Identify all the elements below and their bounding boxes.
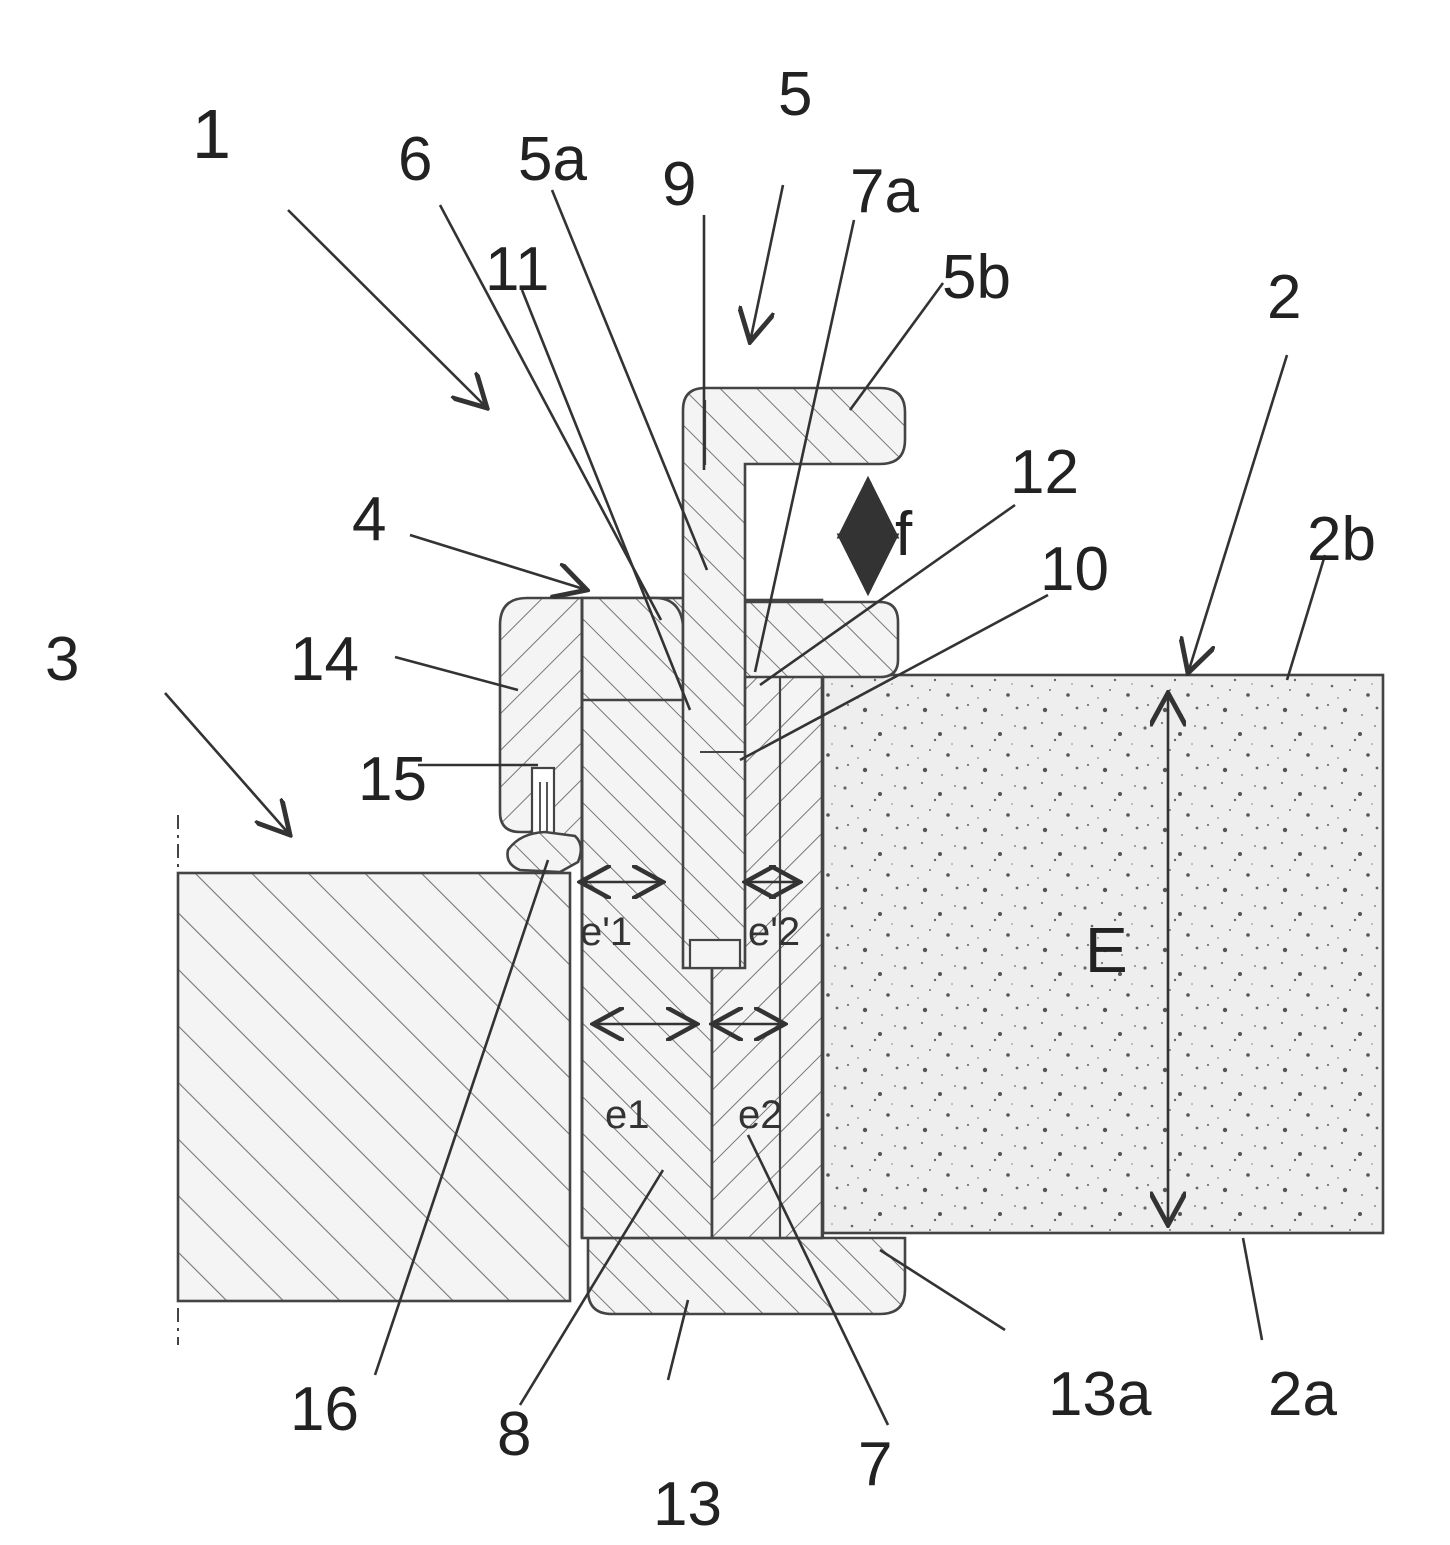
dim-e-prime-1: e'1 — [580, 910, 632, 954]
leader-2 — [1188, 355, 1287, 673]
label-5a: 5a — [518, 125, 587, 194]
dim-e2: e2 — [738, 1093, 783, 1137]
label-2a: 2a — [1268, 1360, 1337, 1429]
leader-5 — [750, 185, 783, 342]
label-7: 7 — [858, 1430, 892, 1499]
dim-e1: e1 — [605, 1093, 650, 1137]
label-4: 4 — [352, 485, 386, 554]
label-3: 3 — [45, 625, 79, 694]
label-9: 9 — [662, 150, 696, 219]
label-6: 6 — [398, 125, 432, 194]
leader-3 — [165, 693, 290, 835]
dim-e-prime-2: e'2 — [748, 910, 800, 954]
label-16: 16 — [290, 1375, 359, 1444]
label-14: 14 — [290, 625, 359, 694]
leader-2a — [1243, 1238, 1262, 1340]
label-5b: 5b — [942, 243, 1011, 312]
dim-f: f — [895, 500, 913, 569]
clip-part-15 — [532, 768, 554, 838]
label-5: 5 — [778, 60, 812, 129]
leader-4 — [410, 535, 587, 590]
pin-tip — [690, 940, 740, 968]
label-7a: 7a — [850, 157, 919, 226]
label-12: 12 — [1010, 438, 1079, 507]
label-1: 1 — [192, 95, 231, 173]
label-10: 10 — [1040, 535, 1109, 604]
label-15: 15 — [358, 745, 427, 814]
label-11: 11 — [485, 235, 549, 304]
label-2b: 2b — [1307, 505, 1376, 574]
seal-part-16 — [508, 832, 581, 872]
label-13: 13 — [653, 1470, 722, 1539]
left-block-3 — [178, 815, 570, 1345]
leader-5a — [552, 190, 707, 570]
part-6 — [582, 598, 683, 700]
label-13a: 13a — [1048, 1360, 1152, 1429]
label-8: 8 — [497, 1400, 531, 1469]
dim-E: E — [1085, 914, 1128, 986]
label-2: 2 — [1267, 263, 1301, 332]
bottom-flange-13 — [588, 1238, 905, 1314]
